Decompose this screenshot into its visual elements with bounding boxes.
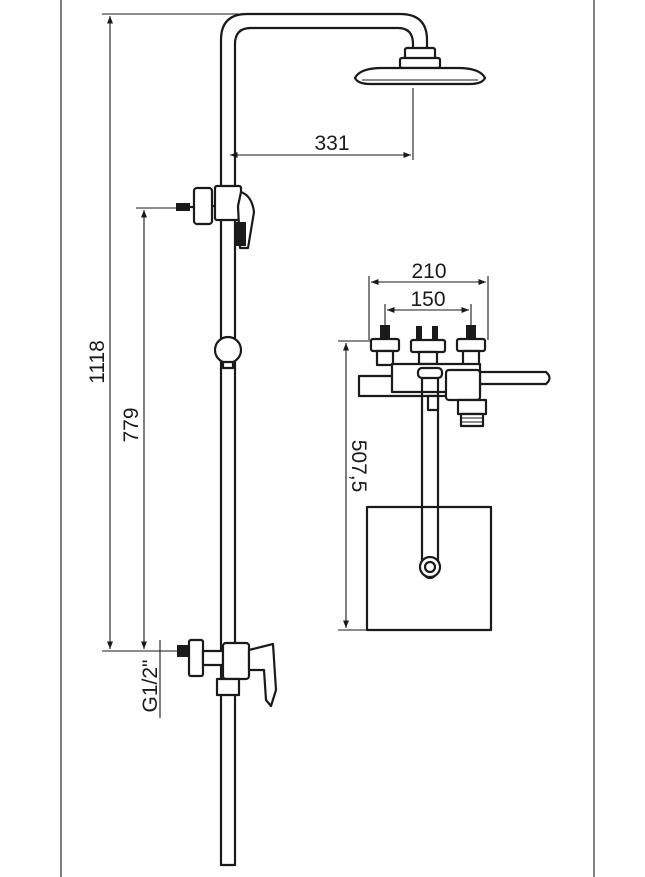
mixer-detail bbox=[357, 325, 551, 632]
dim-label-wall-depth: 507,5 bbox=[347, 440, 370, 493]
sheet-border bbox=[60, 0, 595, 877]
dim-inlet-height bbox=[136, 207, 180, 649]
dim-label-inlet-height: 779 bbox=[120, 407, 143, 442]
shower-column bbox=[219, 12, 429, 867]
rain-shower-head bbox=[353, 46, 487, 86]
dim-label-inner-width: 150 bbox=[410, 288, 445, 311]
dim-arm-reach bbox=[230, 88, 414, 160]
dim-label-arm-reach: 331 bbox=[314, 132, 349, 155]
diverter-holder bbox=[176, 184, 256, 250]
wall-mixer bbox=[177, 638, 278, 708]
dim-wall-depth bbox=[338, 340, 372, 631]
dim-inner-width bbox=[384, 304, 472, 325]
dim-overall-height bbox=[102, 13, 245, 652]
slider-knob bbox=[213, 335, 243, 370]
dim-label-thread: G1/2" bbox=[139, 660, 162, 713]
dim-label-overall-height: 1118 bbox=[86, 340, 109, 384]
dim-label-outer-width: 210 bbox=[411, 260, 446, 283]
dim-outer-width bbox=[368, 276, 489, 340]
